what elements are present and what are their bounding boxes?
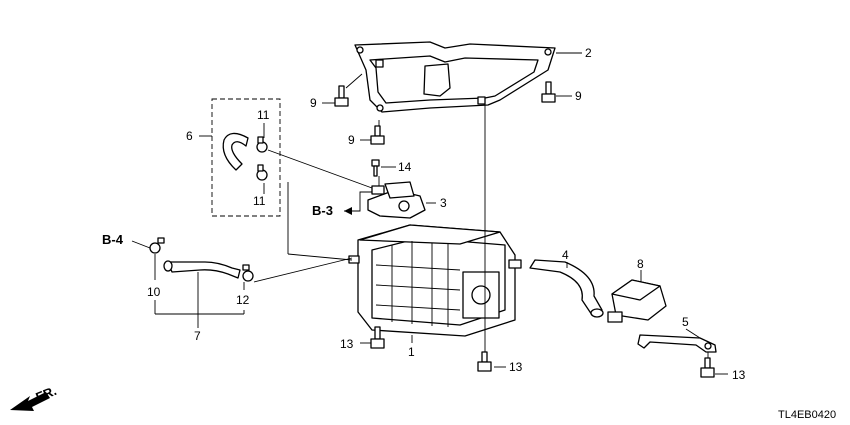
part-9-bolt-c — [370, 125, 385, 145]
diagram-code: TL4EB0420 — [778, 409, 836, 421]
front-label: FR. — [34, 383, 59, 405]
part-7-hose — [163, 260, 241, 279]
callout-11: 11 — [253, 194, 266, 208]
callout-11: 11 — [257, 108, 270, 122]
reference-b4: B-4 — [102, 232, 124, 247]
front-arrow-icon — [10, 392, 50, 411]
part-5-bracket — [637, 334, 717, 353]
part-13-bolt-b — [477, 351, 492, 372]
callout-9: 9 — [348, 133, 355, 147]
reference-b3: B-3 — [312, 203, 333, 218]
part-1-canister — [348, 224, 522, 337]
part-9-bolt-b — [541, 81, 556, 103]
part-12-clamp — [242, 264, 254, 282]
callout-8: 8 — [637, 257, 644, 271]
callout-1: 1 — [408, 345, 415, 359]
part-4-hose — [529, 259, 604, 318]
callout-2: 2 — [585, 46, 592, 60]
part-13-bolt-a — [370, 326, 385, 349]
part-9-bolt-a — [334, 85, 349, 107]
part-11-clamp-a — [256, 136, 268, 153]
part-3-valve — [367, 181, 426, 219]
part-8-sensor — [607, 279, 667, 323]
callout-9: 9 — [310, 96, 317, 110]
callout-6: 6 — [186, 129, 193, 143]
callout-13: 13 — [509, 360, 523, 374]
part-10-clamp — [149, 237, 165, 254]
part-14-bolt — [371, 159, 380, 177]
part-11-clamp-b — [256, 164, 268, 181]
callout-3: 3 — [440, 196, 447, 210]
callout-labels: 2 9 9 9 14 3 6 11 11 4 8 5 10 12 7 1 13 … — [34, 46, 837, 421]
leader-lines — [131, 52, 728, 375]
part-6-group-box — [211, 98, 281, 217]
callout-13: 13 — [732, 368, 746, 382]
callout-12: 12 — [236, 293, 250, 307]
part-2-bracket-plate — [354, 41, 556, 113]
callout-10: 10 — [147, 285, 161, 299]
callout-4: 4 — [562, 248, 569, 262]
callout-7: 7 — [194, 329, 201, 343]
callout-5: 5 — [682, 315, 689, 329]
part-6-u-hose — [222, 132, 249, 171]
callout-9: 9 — [575, 89, 582, 103]
callout-14: 14 — [398, 160, 412, 174]
part-13-bolt-c — [700, 357, 715, 378]
callout-13: 13 — [340, 337, 354, 351]
